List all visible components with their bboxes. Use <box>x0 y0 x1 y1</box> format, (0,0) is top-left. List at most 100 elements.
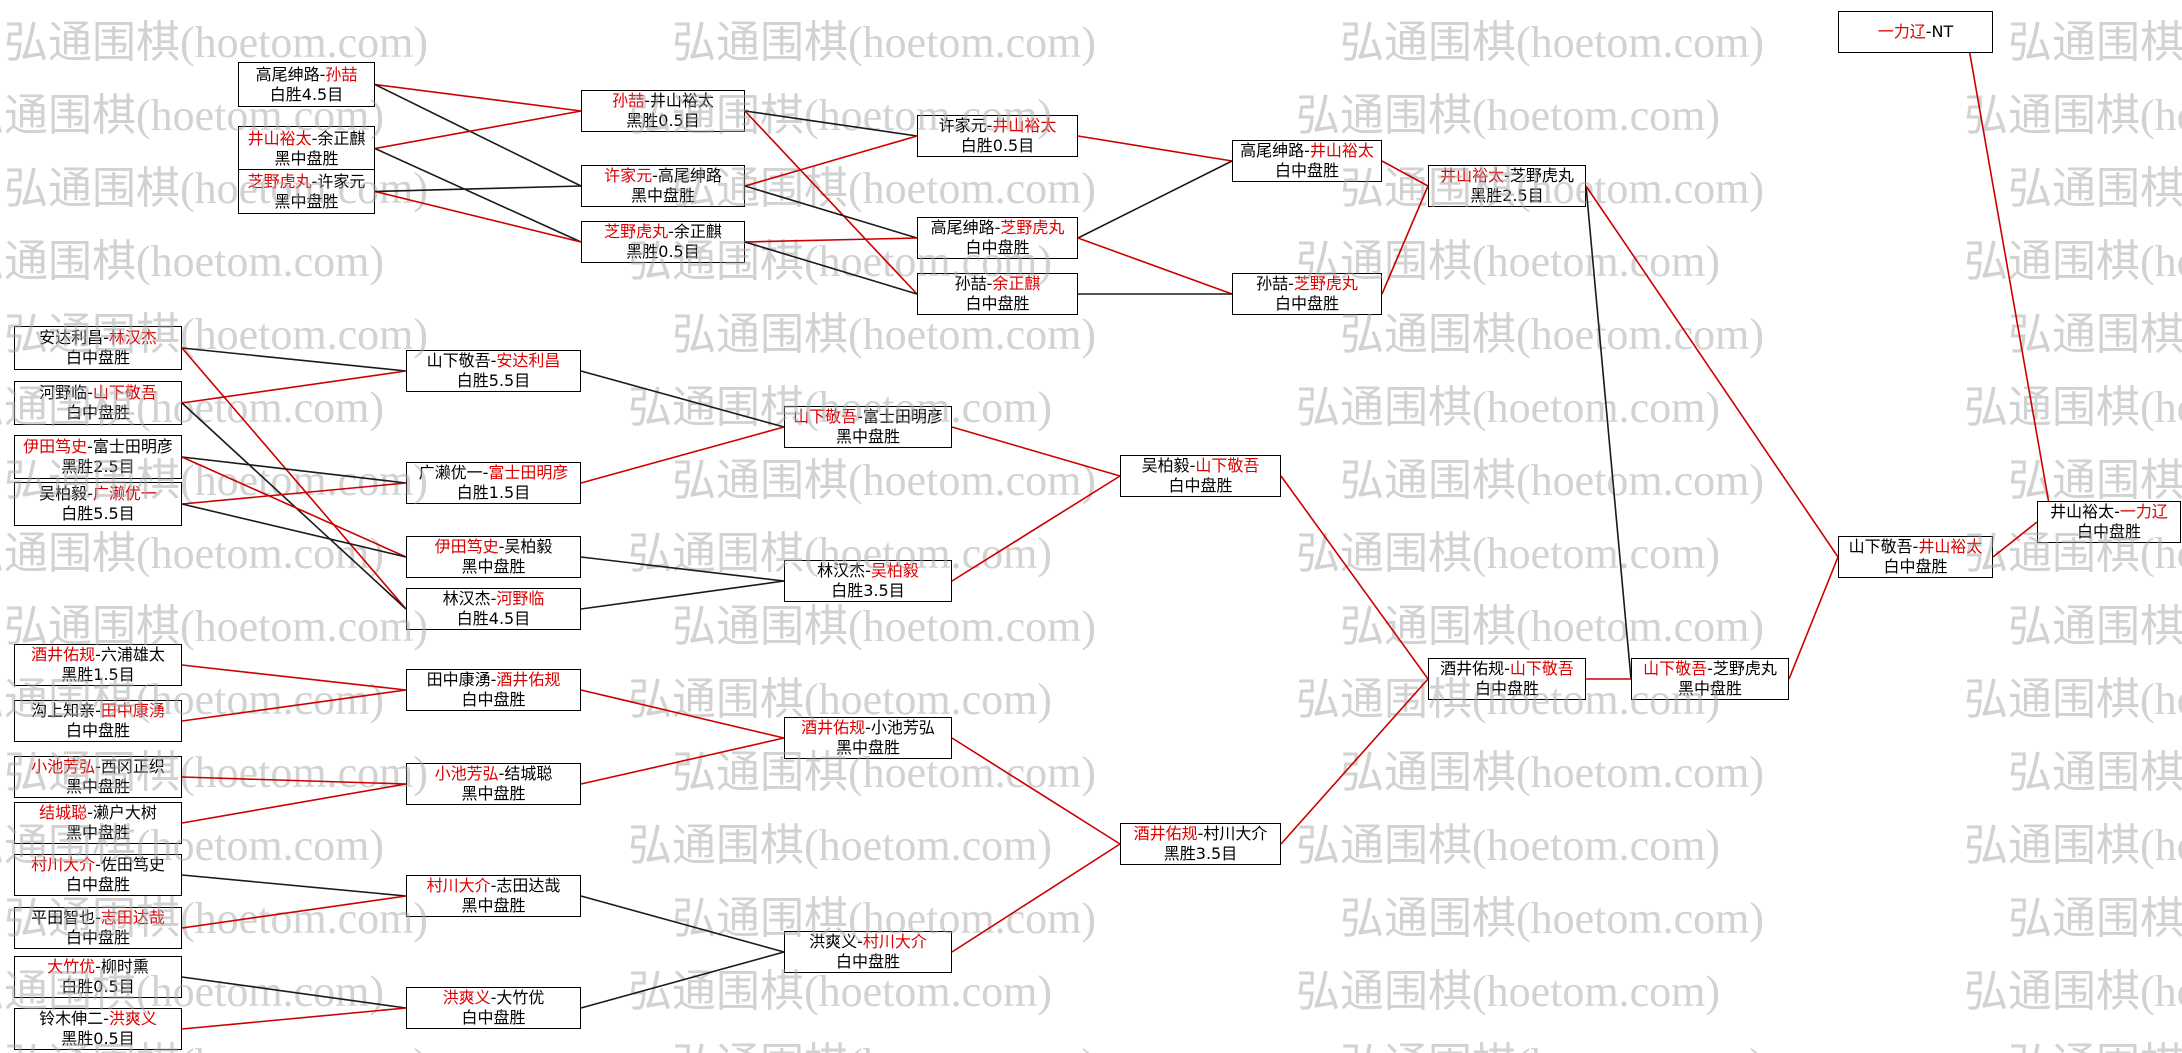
match-result: 白中盘胜 <box>65 348 130 367</box>
match-box-t1[interactable]: 高尾绅路-孙喆白胜4.5目 <box>238 62 375 107</box>
match-pairing: 酒井佑规-六浦雄太 <box>31 645 165 665</box>
match-box-b1[interactable]: 酒井佑规-六浦雄太黑胜1.5目 <box>14 644 182 686</box>
match-box-m8[interactable]: 林汉杰-河野临白胜4.5目 <box>406 588 581 630</box>
match-result: 黑中盘胜 <box>461 557 526 576</box>
match-result: 白胜5.5目 <box>61 504 135 523</box>
match-pairing: 高尾绅路-井山裕太 <box>1240 141 1374 161</box>
match-result: 黑胜0.5目 <box>61 1029 135 1048</box>
match-box-t4[interactable]: 孙喆-井山裕太黑胜0.5目 <box>581 90 745 132</box>
match-pairing: 井山裕太-一力辽 <box>2050 502 2168 522</box>
connector-line-t6-t9 <box>744 241 918 295</box>
match-box-rysb[interactable]: 山下敬吾-芝野虎丸黑中盘胜 <box>1631 658 1789 700</box>
match-box-m6[interactable]: 广濑优一-富士田明彦白胜1.5目 <box>406 462 581 504</box>
match-box-t9[interactable]: 孙喆-余正麒白中盘胜 <box>917 273 1078 315</box>
match-player-1: 吴柏毅 <box>39 484 88 503</box>
connector-line-t11-t12 <box>1381 185 1429 295</box>
match-player-1: 酒井佑规 <box>1133 824 1198 843</box>
match-result: 白胜4.5目 <box>269 84 344 104</box>
match-player-2: 井山裕太 <box>1918 537 1983 556</box>
match-box-m9[interactable]: 山下敬吾-富士田明彦黑中盘胜 <box>784 406 952 448</box>
match-player-1: 大竹优 <box>47 957 96 976</box>
watermark-text: 弘通围棋(hoetom.com) <box>1340 894 1765 943</box>
match-result: 白中盘胜 <box>65 875 130 894</box>
connector-line-b7-b12 <box>181 976 407 1009</box>
match-box-m7[interactable]: 伊田笃史-吴柏毅黑中盘胜 <box>406 536 581 578</box>
match-box-b3[interactable]: 小池芳弘-西冈正织黑中盘胜 <box>14 756 182 798</box>
match-player-1: 洪爽义 <box>809 932 858 951</box>
match-pairing: 山下敬吾-安达利昌 <box>427 351 561 371</box>
match-box-m4[interactable]: 吴柏毅-广濑优一白胜5.5目 <box>14 482 182 526</box>
match-player-2: 芝野虎丸 <box>1509 166 1574 185</box>
match-box-t5[interactable]: 许家元-高尾绅路黑中盘胜 <box>581 165 745 207</box>
connector-line-t10-t12 <box>1381 160 1429 187</box>
match-box-rysi[interactable]: 山下敬吾-井山裕太白中盘胜 <box>1838 536 1993 578</box>
match-box-b2[interactable]: 沟上知亲-田中康湧白中盘胜 <box>14 700 182 742</box>
match-pairing: 洪爽义-大竹优 <box>443 988 545 1008</box>
match-box-m5[interactable]: 山下敬吾-安达利昌白胜5.5目 <box>406 350 581 392</box>
match-box-t3[interactable]: 芝野虎丸-许家元黑中盘胜 <box>238 169 375 214</box>
match-box-m10[interactable]: 林汉杰-吴柏毅白胜3.5目 <box>784 560 952 602</box>
match-box-t2[interactable]: 井山裕太-余正麒黑中盘胜 <box>238 126 375 171</box>
match-box-t7[interactable]: 许家元-井山裕太白胜0.5目 <box>917 115 1078 157</box>
match-dash: - <box>1197 824 1204 843</box>
match-box-b15[interactable]: 酒井佑规-村川大介黑胜3.5目 <box>1120 823 1281 865</box>
match-player-1: 一力辽 <box>1877 22 1926 41</box>
match-box-rfin[interactable]: 井山裕太-一力辽白中盘胜 <box>2037 501 2181 543</box>
match-player-2: 一力辽 <box>2119 502 2168 521</box>
connector-line-b15-rsys <box>1280 678 1429 845</box>
match-box-b10[interactable]: 小池芳弘-结城聪黑中盘胜 <box>406 763 581 805</box>
match-box-m11[interactable]: 吴柏毅-山下敬吾白中盘胜 <box>1120 455 1281 497</box>
match-result: 白胜4.5目 <box>456 609 531 628</box>
connector-line-t3-t5 <box>374 185 582 193</box>
match-box-b8[interactable]: 铃木伸二-洪爽义黑胜0.5目 <box>14 1008 182 1050</box>
match-result: 黑胜2.5目 <box>1470 186 1544 205</box>
match-box-m3[interactable]: 伊田笃史-富士田明彦黑胜2.5目 <box>14 435 182 479</box>
match-pairing: 小池芳弘-结城聪 <box>435 764 553 784</box>
match-box-rnt[interactable]: 一力辽-NT <box>1838 11 1993 53</box>
connector-line-t2-t4 <box>374 110 582 150</box>
match-box-b9[interactable]: 田中康湧-酒井佑规白中盘胜 <box>406 669 581 711</box>
match-dash: - <box>857 407 863 426</box>
match-player-2: 井山裕太 <box>1309 141 1374 160</box>
match-box-b4[interactable]: 结城聪-濑户大树黑中盘胜 <box>14 802 182 844</box>
match-box-m2[interactable]: 河野临-山下敬吾白中盘胜 <box>14 381 182 425</box>
match-player-1: 田中康湧 <box>426 670 491 689</box>
match-result: 黑胜1.5目 <box>61 665 135 684</box>
watermark-text: 弘通围棋(hoetom.com) <box>672 1028 1096 1053</box>
connector-line-m10-m11 <box>951 475 1121 582</box>
match-box-b7[interactable]: 大竹优-柳时熏白胜0.5目 <box>14 956 182 998</box>
match-box-b11[interactable]: 村川大介-志田达哉黑中盘胜 <box>406 875 581 917</box>
match-player-1: 洪爽义 <box>442 988 491 1007</box>
match-pairing: 吴柏毅-广濑优一 <box>39 484 157 504</box>
match-result: 白中盘胜 <box>461 1008 526 1027</box>
match-dash: - <box>1189 456 1196 475</box>
match-box-t11[interactable]: 孙喆-芝野虎丸白中盘胜 <box>1232 273 1382 315</box>
match-player-2: 安达利昌 <box>496 351 561 370</box>
match-box-b14[interactable]: 洪爽义-村川大介白中盘胜 <box>784 931 952 973</box>
match-player-1: 结城聪 <box>39 803 88 822</box>
match-result: 黑中盘胜 <box>835 427 900 446</box>
match-box-m1[interactable]: 安达利昌-林汉杰白中盘胜 <box>14 326 182 370</box>
match-box-t8[interactable]: 高尾绅路-芝野虎丸白中盘胜 <box>917 217 1078 259</box>
match-player-2: NT <box>1931 22 1954 41</box>
watermark-text: 弘通围棋(hoetom.com) <box>1340 456 1765 505</box>
match-box-b6[interactable]: 平田智也-志田达哉白中盘胜 <box>14 907 182 949</box>
match-box-t12[interactable]: 井山裕太-芝野虎丸黑胜2.5目 <box>1428 165 1586 207</box>
match-player-2: 井山裕太 <box>992 116 1057 135</box>
match-pairing: 洪爽义-村川大介 <box>809 932 927 952</box>
match-box-b5[interactable]: 村川大介-佐田笃史白中盘胜 <box>14 854 182 896</box>
connector-line-m8-m10 <box>580 580 785 610</box>
match-box-t10[interactable]: 高尾绅路-井山裕太白中盘胜 <box>1232 140 1382 182</box>
match-pairing: 沟上知亲-田中康湧 <box>31 701 165 721</box>
match-pairing: 孙喆-芝野虎丸 <box>1256 274 1358 294</box>
match-pairing: 结城聪-濑户大树 <box>39 803 157 823</box>
match-player-1: 山下敬吾 <box>1643 659 1708 678</box>
match-player-2: 酒井佑规 <box>496 670 561 689</box>
match-box-t6[interactable]: 芝野虎丸-余正麒黑胜0.5目 <box>581 221 745 263</box>
match-player-2: 余正麒 <box>317 128 366 148</box>
watermark-text: 弘通围棋(hoetom.com) <box>2008 894 2182 943</box>
match-box-b12[interactable]: 洪爽义-大竹优白中盘胜 <box>406 987 581 1029</box>
match-box-rsys[interactable]: 酒井佑规-山下敬吾白中盘胜 <box>1428 658 1586 700</box>
match-box-b13[interactable]: 酒井佑规-小池芳弘黑中盘胜 <box>784 717 952 759</box>
match-pairing: 伊田笃史-富士田明彦 <box>23 437 173 457</box>
